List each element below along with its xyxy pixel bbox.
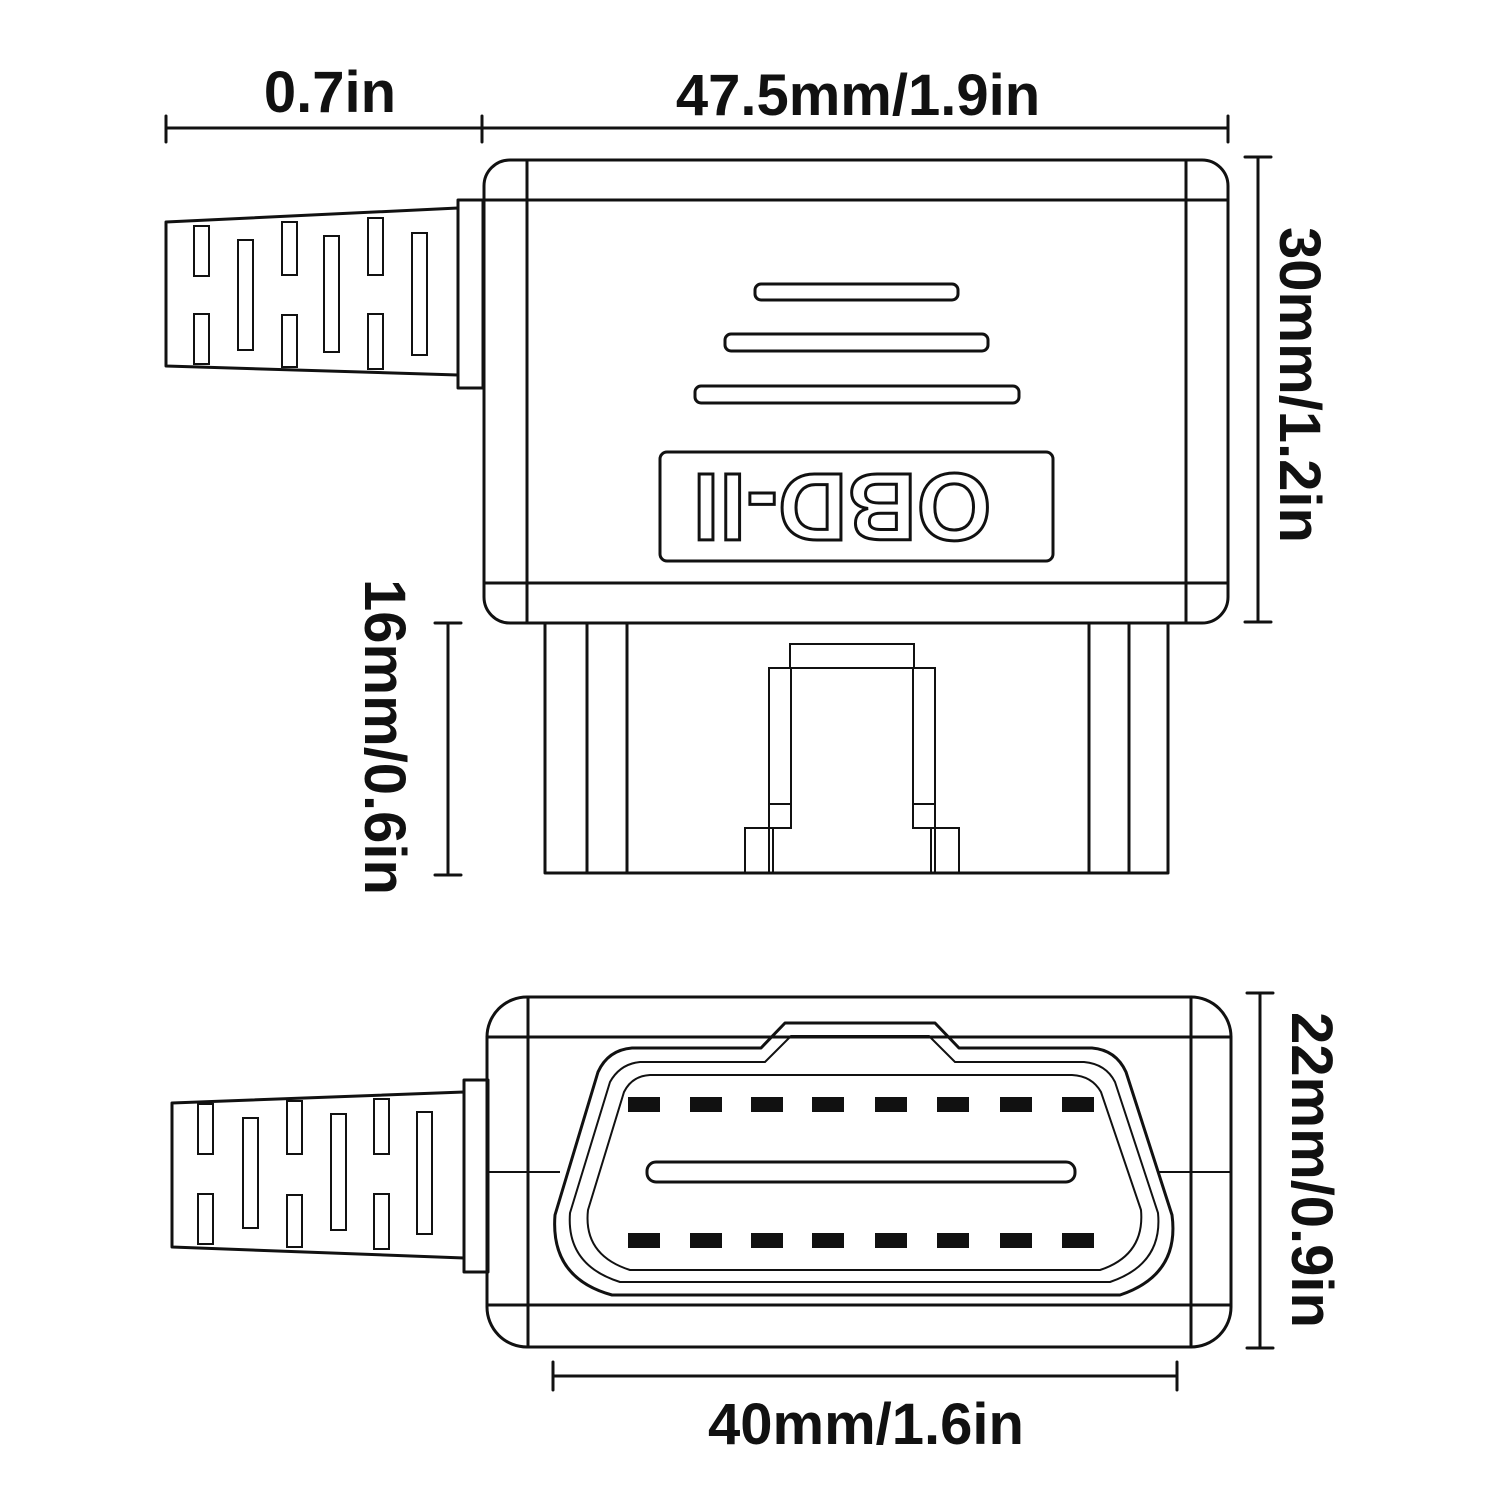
cable-strain-relief-front — [170, 1078, 490, 1274]
face-height-label: 22mm/0.9in — [1279, 1012, 1344, 1328]
center-slot — [645, 1160, 1077, 1184]
body-height-label: 30mm/1.2in — [1267, 227, 1332, 543]
body-width-label: 47.5mm/1.9in — [676, 63, 1040, 128]
face-width-label: 40mm/1.6in — [708, 1392, 1024, 1457]
pin-row-bottom — [628, 1233, 1094, 1248]
obd-socket — [553, 1021, 1175, 1297]
pin-contact — [751, 1097, 783, 1112]
vent-slot — [753, 282, 960, 302]
pin-contact — [875, 1097, 907, 1112]
pin-contact — [937, 1233, 969, 1248]
obd-label-plate — [658, 450, 1055, 563]
pin-contact — [628, 1097, 660, 1112]
connector-plug — [543, 621, 1170, 875]
pin-contact — [812, 1233, 844, 1248]
vent-slot — [723, 332, 990, 353]
adapter-body: OBD-II — [482, 158, 1230, 625]
pin-contact — [628, 1233, 660, 1248]
pin-contact — [690, 1233, 722, 1248]
cable-length-label: 0.7in — [264, 60, 396, 125]
pin-contact — [937, 1097, 969, 1112]
top-dimension-line — [164, 114, 1230, 144]
pin-row-top — [628, 1097, 1094, 1112]
body-height-dimension-line — [1243, 155, 1273, 624]
pin-contact — [812, 1097, 844, 1112]
obd-label-outline-text: OBD-II — [691, 452, 993, 562]
pin-contact — [1062, 1233, 1094, 1248]
pin-contact — [751, 1233, 783, 1248]
obd-label-text: OBD-II — [693, 453, 992, 560]
vent-slot — [693, 384, 1021, 405]
face-height-dimension-line — [1245, 991, 1275, 1350]
pin-contact — [1062, 1097, 1094, 1112]
face-width-dimension-line — [551, 1360, 1179, 1392]
top-view: 0.7in 47.5mm/1.9in 30mm/1.2in 16mm/0.6in — [164, 60, 1332, 895]
pin-contact — [1000, 1097, 1032, 1112]
plug-depth-dimension-line — [433, 621, 463, 877]
cable-strain-relief — [164, 198, 485, 390]
pin-contact — [690, 1097, 722, 1112]
pin-contact — [875, 1233, 907, 1248]
plug-depth-label: 16mm/0.6in — [352, 579, 417, 895]
front-view: 22mm/0.9in 40mm/1.6in — [170, 991, 1344, 1457]
pin-contact — [1000, 1233, 1032, 1248]
